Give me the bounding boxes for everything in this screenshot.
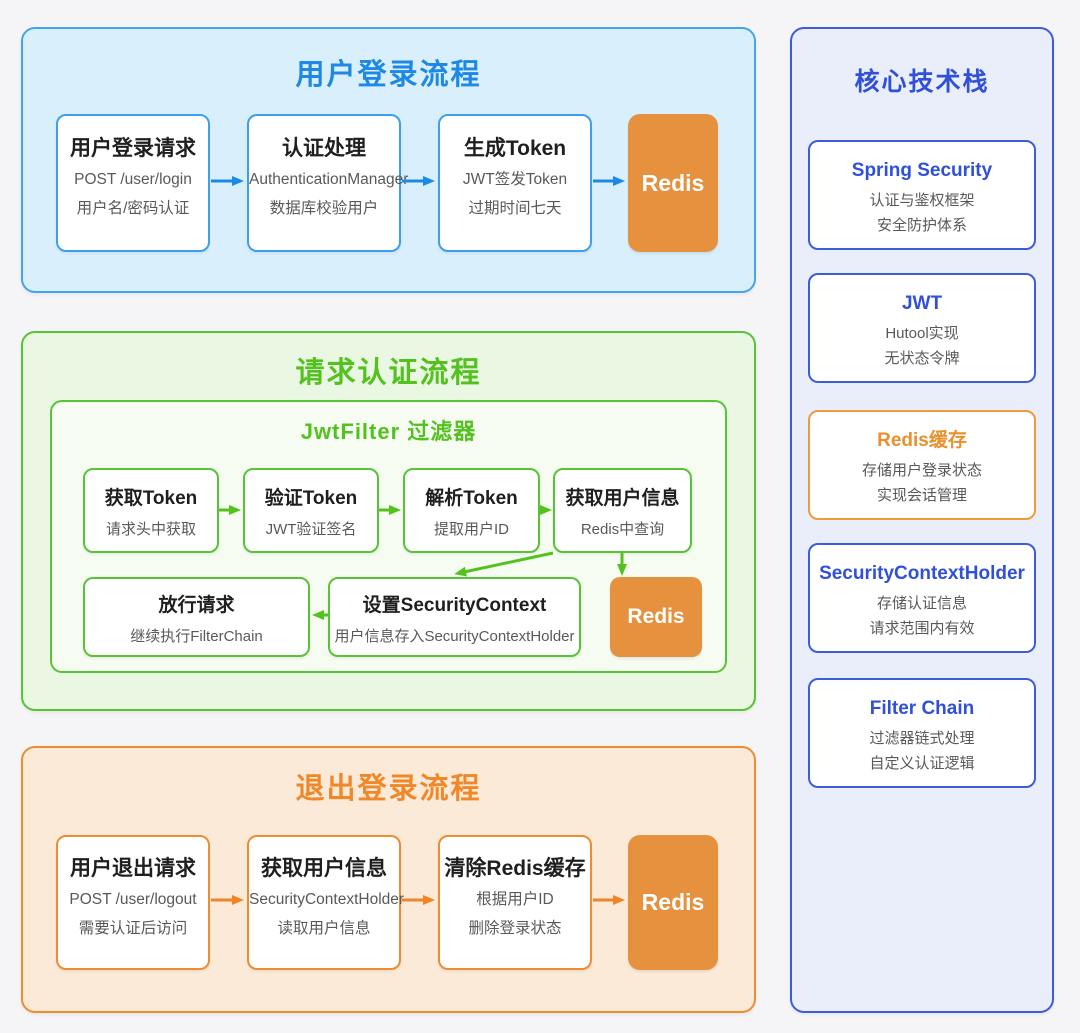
step-detail: POST /user/login <box>74 171 192 188</box>
tech-stack-panel: 核心技术栈 Spring Security 认证与鉴权框架 安全防护体系 JWT… <box>790 27 1054 1013</box>
tech-card-detail: 安全防护体系 <box>876 217 967 234</box>
step-detail: 需要认证后访问 <box>78 919 188 937</box>
tech-card-detail: 存储认证信息 <box>876 595 967 612</box>
logout-step-request: 用户退出请求 POST /user/logout 需要认证后访问 <box>56 835 210 970</box>
tech-card-detail: 认证与鉴权框架 <box>869 192 975 209</box>
tech-card-filter-chain: Filter Chain 过滤器链式处理 自定义认证逻辑 <box>808 678 1036 788</box>
step-detail: 根据用户ID <box>476 891 554 908</box>
step-detail: JWT验证签名 <box>265 521 357 538</box>
step-title: 获取Token <box>104 488 198 509</box>
step-title: 用户登录请求 <box>70 137 196 160</box>
step-title: 生成Token <box>463 137 567 160</box>
redis-node: Redis <box>628 114 718 252</box>
step-detail: JWT签发Token <box>462 171 568 188</box>
step-detail: SecurityContextHolder <box>249 891 405 908</box>
auth-step-parse-token: 解析Token 提取用户ID <box>403 468 540 553</box>
step-detail: Redis中查询 <box>580 521 665 538</box>
tech-card-title: Redis缓存 <box>877 430 967 451</box>
auth-step-get-user: 获取用户信息 Redis中查询 <box>553 468 692 553</box>
step-title: 获取用户信息 <box>565 488 680 509</box>
tech-card-redis-cache: Redis缓存 存储用户登录状态 实现会话管理 <box>808 410 1036 520</box>
tech-card-title: SecurityContextHolder <box>819 563 1025 584</box>
tech-card-detail: 实现会话管理 <box>876 487 967 504</box>
step-title: 解析Token <box>425 488 518 509</box>
auth-step-verify-token: 验证Token JWT验证签名 <box>243 468 379 553</box>
login-step-generate-token: 生成Token JWT签发Token 过期时间七天 <box>438 114 592 252</box>
tech-card-spring-security: Spring Security 认证与鉴权框架 安全防护体系 <box>808 140 1036 250</box>
step-detail: 请求头中获取 <box>105 521 196 538</box>
step-detail: 继续执行FilterChain <box>130 628 263 645</box>
jwtfilter-container: JwtFilter 过滤器 获取Token 请求头中获取 验证Token JWT… <box>50 400 727 673</box>
tech-stack-title: 核心技术栈 <box>854 68 990 96</box>
auth-step-set-securitycontext: 设置SecurityContext 用户信息存入SecurityContextH… <box>328 577 581 657</box>
tech-card-detail: 过滤器链式处理 <box>869 730 975 747</box>
logout-step-clear-redis: 清除Redis缓存 根据用户ID 删除登录状态 <box>438 835 592 970</box>
step-title: 设置SecurityContext <box>362 595 547 616</box>
step-detail: 用户名/密码认证 <box>76 199 190 217</box>
step-detail: 删除登录状态 <box>468 919 562 937</box>
step-title: 用户退出请求 <box>70 857 196 880</box>
step-detail: 过期时间七天 <box>468 199 562 217</box>
step-title: 放行请求 <box>158 595 235 616</box>
login-flow-panel: 用户登录流程 用户登录请求 POST /user/login 用户名/密码认证 … <box>21 27 756 293</box>
auth-step-get-token: 获取Token 请求头中获取 <box>83 468 219 553</box>
step-detail: 数据库校验用户 <box>269 199 379 217</box>
step-detail: 用户信息存入SecurityContextHolder <box>334 628 575 645</box>
auth-step-pass-request: 放行请求 继续执行FilterChain <box>83 577 310 657</box>
auth-flow-title: 请求认证流程 <box>295 357 482 389</box>
logout-step-get-user: 获取用户信息 SecurityContextHolder 读取用户信息 <box>247 835 405 970</box>
login-step-request: 用户登录请求 POST /user/login 用户名/密码认证 <box>56 114 210 252</box>
step-title: 认证处理 <box>282 137 366 160</box>
jwtfilter-title: JwtFilter 过滤器 <box>300 419 477 444</box>
tech-card-title: Spring Security <box>851 160 993 181</box>
tech-card-securitycontextholder: SecurityContextHolder 存储认证信息 请求范围内有效 <box>808 543 1036 653</box>
step-detail: 提取用户ID <box>433 521 509 538</box>
login-step-authenticate: 认证处理 AuthenticationManager 数据库校验用户 <box>247 114 409 252</box>
auth-flow-panel: 请求认证流程 JwtFilter 过滤器 获取Token 请求头中获取 验证To… <box>21 331 756 711</box>
redis-node: Redis <box>610 577 702 657</box>
logout-flow-panel: 退出登录流程 用户退出请求 POST /user/logout 需要认证后访问 … <box>21 746 756 1013</box>
tech-card-detail: 存储用户登录状态 <box>861 462 982 479</box>
tech-card-detail: 请求范围内有效 <box>869 620 975 637</box>
step-detail: POST /user/logout <box>69 891 197 908</box>
tech-card-detail: 自定义认证逻辑 <box>869 755 975 772</box>
logout-flow-title: 退出登录流程 <box>295 773 482 805</box>
step-title: 验证Token <box>264 488 358 509</box>
redis-node: Redis <box>628 835 718 970</box>
tech-card-title: Filter Chain <box>869 698 975 719</box>
tech-card-jwt: JWT Hutool实现 无状态令牌 <box>808 273 1036 383</box>
step-detail: AuthenticationManager <box>249 171 409 188</box>
step-title: 获取用户信息 <box>261 857 387 880</box>
tech-card-title: JWT <box>901 293 943 314</box>
tech-card-detail: 无状态令牌 <box>884 350 960 367</box>
login-flow-title: 用户登录流程 <box>295 59 482 91</box>
tech-card-detail: Hutool实现 <box>885 325 959 342</box>
step-title: 清除Redis缓存 <box>444 857 586 880</box>
step-detail: 读取用户信息 <box>277 919 371 937</box>
